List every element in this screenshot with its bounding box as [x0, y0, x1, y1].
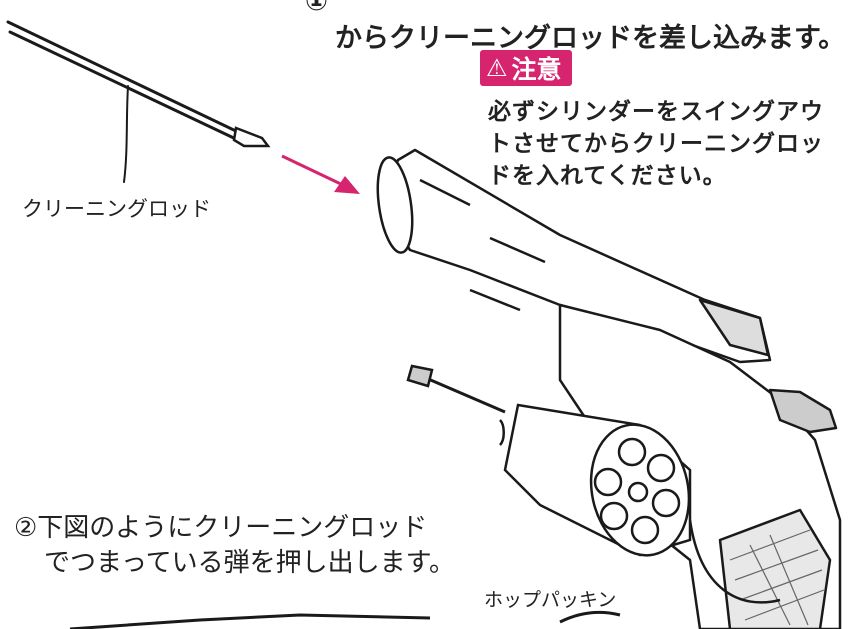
instruction-line-2: からクリーニングロッドを差し込みます。 — [335, 23, 846, 54]
caution-text-line-1: 必ずシリンダーをスイングアウ — [488, 99, 824, 125]
cleaning-rod-drawing — [6, 20, 271, 183]
step2-line-2: でつまっている弾を押し出します。 — [44, 548, 456, 578]
step2-line-1: ②下図のようにクリーニングロッド — [14, 513, 428, 543]
bottom-partial-drawing — [69, 610, 621, 629]
instruction-line-1: ① — [305, 0, 328, 17]
warning-triangle-icon: ⚠ — [486, 54, 508, 82]
cleaning-rod-label: クリーニングロッド — [22, 197, 211, 221]
insert-direction-arrow — [281, 154, 360, 194]
hop-packing-label: ホップパッキン — [484, 589, 617, 611]
cylinder — [406, 364, 692, 557]
caution-badge: ⚠ 注意 — [480, 50, 572, 86]
revolver-body — [376, 148, 842, 629]
caution-text-line-3: ドを入れてください。 — [488, 163, 727, 189]
caution-text-line-2: トさせてからクリーニングロッ — [488, 131, 824, 157]
caution-label: 注意 — [511, 55, 562, 84]
